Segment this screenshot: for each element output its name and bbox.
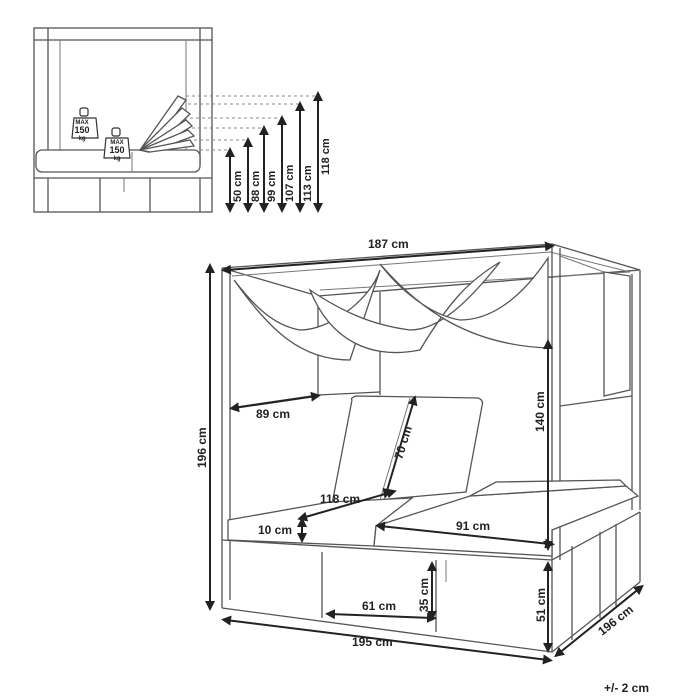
label-side-opening: 89 cm [256,407,290,421]
label-width-bottom: 195 cm [352,635,393,649]
dim-arrow-196-depth [554,584,644,658]
label-cushion-thickness: 10 cm [258,523,292,537]
dim-arrow-118 [297,488,397,522]
backrest-pos-5 [139,139,196,153]
label-height-total: 196 cm [195,427,209,468]
label-under-width: 61 cm [362,599,396,613]
height-label-50: 50 cm [232,171,244,202]
label-base-height: 51 cm [534,588,548,622]
dim-arrow-91 [375,521,555,549]
height-label-107: 107 cm [284,164,296,202]
top-frame-inner [231,251,631,291]
dim-arrow-187 [221,241,555,275]
side-curtain [603,271,631,397]
height-label-113: 113 cm [302,165,314,202]
label-width-top: 187 cm [368,237,409,251]
weight-value-1: 150 [74,125,89,135]
dim-arrow-70 [382,395,418,499]
curtain-rod [559,255,605,273]
side-rail-right [559,395,633,407]
weight-icon-1: MAX 150 kg [71,107,99,142]
drape-1 [233,269,381,361]
weight-value-2: 150 [109,145,124,155]
height-label-88: 88 cm [250,171,262,202]
weight-unit-1: kg [78,136,85,142]
weight-icon-2: MAX 150 kg [103,127,131,162]
weight-max-1: MAX [75,120,88,126]
dim-arrow-61 [325,609,437,623]
dim-arrow-89 [229,391,321,413]
height-label-99: 99 cm [266,171,278,202]
weight-unit-2: kg [113,156,120,162]
label-under-height: 35 cm [417,578,431,612]
height-label-118: 118 cm [320,138,332,175]
side-view: MAX 150 kg MAX 150 kg 50 cm 88 cm 99 cm … [33,27,332,213]
side-frame-outer [33,27,213,213]
dim-arrow-195 [221,615,553,665]
main-view: 187 cm 196 cm 140 cm 89 cm 70 cm 118 cm … [195,237,644,665]
weight-max-2: MAX [110,140,123,146]
tolerance-note: +/- 2 cm [604,681,649,695]
label-lounger-length: 118 cm [320,492,360,506]
top-frame [221,243,641,297]
label-canopy-height: 140 cm [533,391,547,432]
label-cushion-width: 91 cm [456,519,490,533]
drape-3 [379,255,549,349]
